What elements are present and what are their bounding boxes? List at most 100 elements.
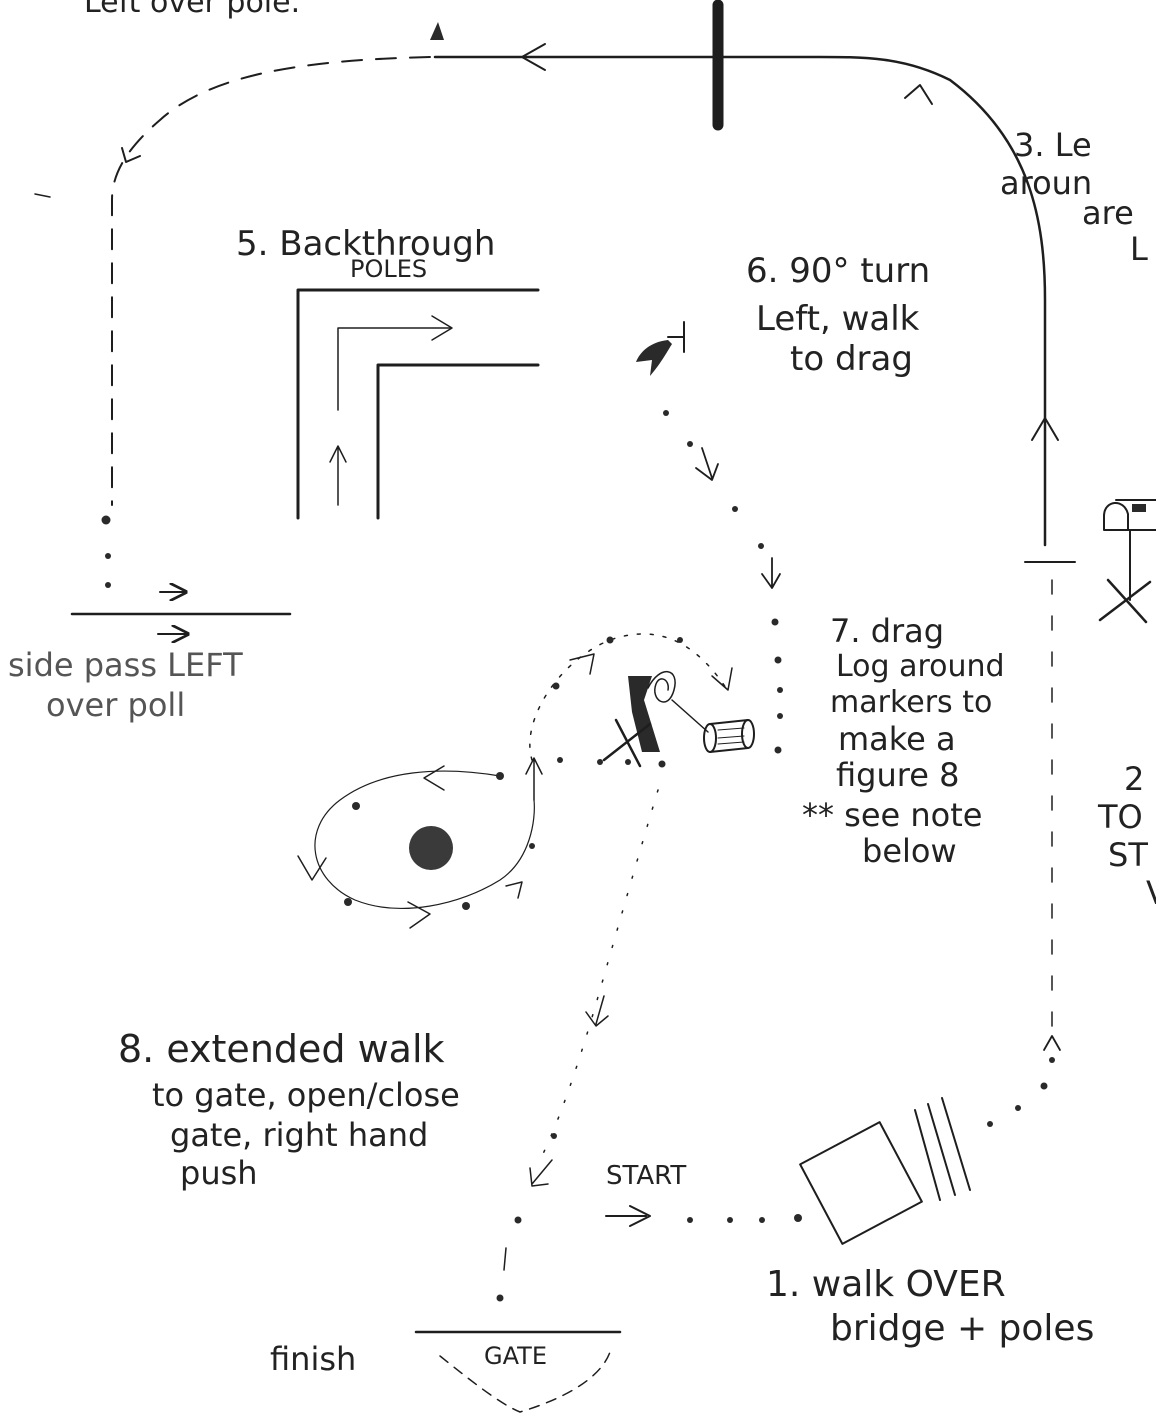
path-dot	[496, 772, 504, 780]
arrow-left-top	[521, 43, 546, 71]
path-dot	[759, 1217, 765, 1223]
label-step3-line3: are	[1082, 194, 1134, 232]
poles-after-bridge	[914, 1097, 971, 1201]
turn-arrow-icon	[636, 340, 672, 376]
label-step6-line1: 6. 90° turn	[746, 251, 930, 291]
path-dot	[732, 506, 738, 512]
route-gate-tail	[503, 1247, 507, 1271]
path-dot	[687, 1217, 693, 1223]
label-step2-line2: TO	[1097, 798, 1143, 836]
barrel-marker	[409, 826, 453, 870]
label-step7-line5: figure 8	[836, 756, 959, 794]
bridge	[799, 1121, 923, 1245]
label-step7-line1: 7. drag	[830, 612, 944, 650]
start-arrow	[605, 1205, 651, 1227]
path-dot	[597, 759, 603, 765]
label-step2-line3: ST	[1108, 836, 1148, 874]
label-step8-line3: gate, right hand	[170, 1116, 428, 1154]
path-dot	[758, 543, 764, 549]
path-dot	[105, 582, 111, 588]
arrow-down-to-gate-1	[585, 995, 609, 1027]
label-step2-line4: V	[1146, 874, 1156, 912]
path-dot	[352, 802, 360, 810]
label-gate: GATE	[484, 1342, 547, 1370]
label-sidepass-line2: over poll	[46, 686, 185, 724]
path-dot	[1015, 1105, 1021, 1111]
arrow-up-right-lower	[1043, 1035, 1061, 1051]
label-sidepass-line1: side pass LEFT	[8, 646, 243, 684]
label-step7-line6: ** see note	[802, 796, 982, 834]
path-dot	[677, 637, 683, 643]
label-step6-line3: to drag	[790, 339, 913, 379]
arrow-loop-left	[423, 765, 445, 791]
label-step6-line2: Left, walk	[756, 299, 920, 339]
path-dot	[1040, 1082, 1048, 1090]
label-step7-line4: make a	[838, 720, 956, 758]
label-step3-line1: 3. Le	[1014, 126, 1092, 164]
path-dot	[344, 898, 352, 906]
arrow-loop-right	[407, 901, 431, 929]
path-dot	[774, 746, 782, 754]
pole-marker-top	[430, 22, 444, 40]
marker-x-mailbox	[1098, 578, 1152, 624]
back-through-pole-inner	[376, 363, 540, 520]
label-step7-line3: markers to	[830, 685, 992, 720]
label-step5-line2: POLES	[350, 255, 427, 283]
arrow-down-drag-2	[761, 557, 781, 589]
label-start: START	[606, 1161, 686, 1191]
label-step8-line1: 8. extended walk	[118, 1027, 445, 1071]
label-step7-line2: Log around	[836, 649, 1005, 684]
arrow-right-back-through	[431, 315, 453, 341]
path-dot	[529, 843, 535, 849]
path-dot	[777, 713, 783, 719]
marker-x-drag	[602, 718, 652, 768]
label-finish: finish	[270, 1340, 356, 1378]
mailbox-icon	[1103, 499, 1156, 601]
arrow-curve-top-right	[904, 84, 933, 105]
route-left-dashed	[111, 56, 431, 506]
path-dot	[987, 1121, 993, 1127]
arrow-curve-upper	[711, 667, 733, 691]
path-dot	[774, 656, 782, 664]
path-dot	[727, 1217, 733, 1223]
label-step1-line1: 1. walk OVER	[766, 1264, 1006, 1305]
label-top-left: Left over pole.	[84, 0, 300, 20]
path-dot	[658, 760, 666, 768]
path-dot	[557, 757, 563, 763]
turn-line	[667, 321, 685, 353]
label-step1-line2: bridge + poles	[830, 1308, 1094, 1349]
arrow-loop-up	[505, 881, 523, 899]
path-dot	[625, 759, 631, 765]
path-dot	[606, 636, 614, 644]
path-dot	[101, 515, 111, 525]
back-through-path	[337, 327, 451, 411]
path-dot	[794, 1214, 802, 1222]
arrow-down-left-top	[121, 147, 141, 163]
path-dot	[777, 687, 783, 693]
gate-swing	[439, 1351, 611, 1413]
edge-mark	[34, 193, 51, 198]
arrow-up-back-through	[329, 445, 347, 506]
path-dot	[663, 410, 669, 416]
label-step3-line2: aroun	[1000, 164, 1092, 202]
path-dot	[687, 441, 693, 447]
label-step7-line7: below	[862, 832, 957, 870]
path-dot	[514, 1216, 522, 1224]
arrow-up-center	[525, 757, 543, 801]
figure8-upper-path	[529, 633, 727, 761]
back-through-pole-outer	[296, 288, 540, 520]
figure8-loop	[314, 770, 535, 909]
arrow-fig8-upper-left	[569, 653, 595, 675]
route-to-gate	[539, 789, 659, 1161]
path-dot	[496, 1294, 504, 1302]
arrow-loop-down	[297, 855, 327, 881]
label-step5-line1: 5. Backthrough	[236, 224, 495, 264]
arrow-up-right-side	[1031, 417, 1059, 441]
label-step3-line4: L	[1130, 230, 1148, 268]
label-step8-line2: to gate, open/close	[152, 1076, 460, 1114]
route-top-right	[433, 55, 1047, 547]
path-dot	[552, 682, 560, 690]
path-dot	[1049, 1057, 1055, 1063]
path-dot	[462, 902, 470, 910]
